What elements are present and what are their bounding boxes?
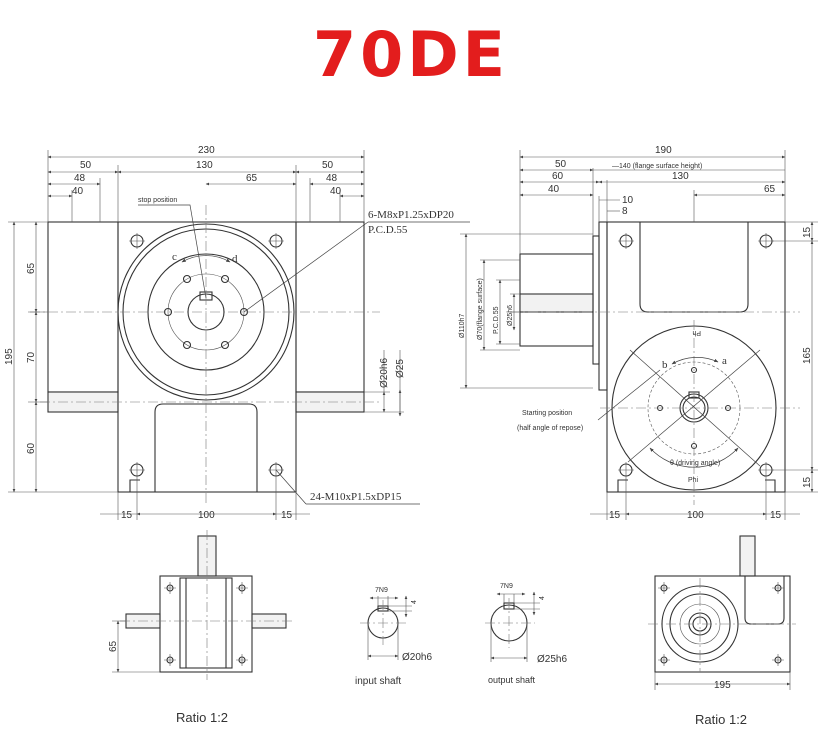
left-side-housing: [47, 221, 119, 393]
dim-bottom-right-15: 15: [281, 510, 293, 521]
main-body: [117, 221, 297, 493]
dim-right-50: 50: [322, 160, 334, 171]
small-view-right: 195 Ratio 1:2: [648, 535, 796, 727]
dim-shaft-dia: Ø25h6: [507, 305, 514, 326]
dim-left-48: 48: [74, 173, 86, 184]
side-right-dimensions: 15 165 15: [772, 221, 818, 493]
dim-side-8: 8: [622, 206, 628, 217]
dim-right-40: 40: [330, 186, 342, 197]
driving-angle-label: θ (driving angle): [670, 460, 720, 467]
side-view: b a Ph Starting position (half angle of …: [459, 145, 818, 521]
stop-position-leader: [138, 204, 207, 299]
arrow-d-label: d: [232, 253, 238, 265]
output-shaft-side: [519, 293, 594, 313]
arrow-c-label: c: [172, 251, 177, 263]
dim-65: 65: [26, 262, 37, 274]
right-side-housing: [295, 221, 365, 393]
input-shaft-label: input shaft: [355, 676, 401, 687]
output-shaft-section: 7N9 4 Ø25h6 output shaft: [485, 583, 567, 685]
input-shaft-section: 7N9 4 Ø20h6 input shaft: [355, 587, 432, 687]
ph-label-top: Ph: [692, 329, 701, 336]
front-right-dimensions: Ø20h6 Ø25: [364, 350, 406, 417]
ratio-right: Ratio 1:2: [695, 712, 747, 727]
rotation-arrow-ab: [671, 356, 719, 365]
dim-165: 165: [802, 347, 813, 364]
output-dia: Ø25h6: [537, 654, 567, 665]
thread-callout-bottom: 24-M10xP1.5xDP15: [310, 491, 402, 503]
dim-60: 60: [26, 442, 37, 454]
page-title: 70DE: [312, 18, 510, 91]
dim-70: 70: [26, 351, 37, 363]
small-dim-65: 65: [108, 640, 119, 652]
dim-side-50: 50: [555, 159, 567, 170]
flange-height-note: —140 (flange surface height): [612, 163, 702, 170]
arrow-b-label: b: [662, 359, 668, 371]
input-depth: 4: [411, 600, 418, 604]
dim-230: 230: [198, 145, 215, 156]
dim-side-10: 10: [622, 195, 634, 206]
phi-label: Phi: [688, 477, 699, 484]
side-corner-holes: [618, 233, 774, 478]
dim-input-dia: Ø20h6: [379, 358, 390, 388]
ratio-left: Ratio 1:2: [176, 710, 228, 725]
top-slot: [639, 222, 749, 313]
side-dim-bottom-100: 100: [687, 510, 704, 521]
dim-right-48: 48: [326, 173, 338, 184]
side-dim-bottom-right-15: 15: [770, 510, 782, 521]
dim-dia-25: Ø25: [395, 359, 406, 378]
output-keyway: 7N9: [500, 583, 513, 590]
output-shaft-label: output shaft: [488, 675, 536, 685]
output-depth: 4: [539, 596, 546, 600]
front-left-dimensions: 195 65 70 60: [4, 221, 118, 493]
dim-right-65: 65: [246, 173, 258, 184]
dim-130: 130: [196, 160, 213, 171]
dim-side-60: 60: [552, 171, 564, 182]
dim-right-bottom-15: 15: [802, 476, 813, 488]
stop-position-label: stop position: [138, 197, 177, 204]
front-bottom-dimensions: 15 100 15: [100, 478, 310, 521]
dim-side-65: 65: [764, 184, 776, 195]
dim-190: 190: [655, 145, 672, 156]
pcd-callout: P.C.D.55: [368, 224, 408, 236]
dim-right-top-15: 15: [802, 226, 813, 238]
half-angle-label: (half angle of repose): [517, 425, 583, 432]
side-main-body: [606, 221, 786, 493]
rotation-arrow-cd: [181, 255, 231, 263]
dim-left-50: 50: [80, 160, 92, 171]
dim-left-40: 40: [72, 186, 84, 197]
side-dim-bottom-left-15: 15: [609, 510, 621, 521]
side-bottom-dimensions: 15 100 15: [590, 478, 800, 521]
input-keyway: 7N9: [375, 587, 388, 594]
front-view: c d stop position 6-M8xP1.25xDP20 P.C.D.…: [4, 145, 470, 521]
dim-195: 195: [4, 348, 15, 365]
side-top-dimensions: 190 50 —140 (flange surface height) 60 1…: [519, 145, 786, 254]
dim-bottom-100: 100: [198, 510, 215, 521]
dim-bottom-left-15: 15: [121, 510, 133, 521]
input-dia: Ø20h6: [402, 652, 432, 663]
dim-flange-surface: Ø70(flange surface): [477, 278, 484, 340]
side-left-dimensions: Ø110h7 Ø70(flange surface) P.C.D.55 Ø25h…: [459, 233, 593, 389]
arrow-a-label: a: [722, 355, 727, 367]
dim-side-pcd: P.C.D.55: [493, 306, 500, 334]
driving-angle-arc: [649, 447, 739, 468]
thread-callout-top: 6-M8xP1.25xDP20: [368, 209, 454, 221]
front-top-dimensions: 230 130 50 48 40 65 50 48 40: [47, 145, 365, 222]
bottom-slot: [118, 403, 296, 493]
starting-position-label: Starting position: [522, 410, 572, 417]
dim-side-130: 130: [672, 171, 689, 182]
dim-pilot-dia: Ø110h7: [459, 314, 466, 338]
small-view-left: 65 Ratio 1:2: [108, 530, 292, 725]
small-dim-195: 195: [714, 680, 731, 691]
corner-mount-holes: [129, 233, 284, 478]
dim-side-40: 40: [548, 184, 560, 195]
